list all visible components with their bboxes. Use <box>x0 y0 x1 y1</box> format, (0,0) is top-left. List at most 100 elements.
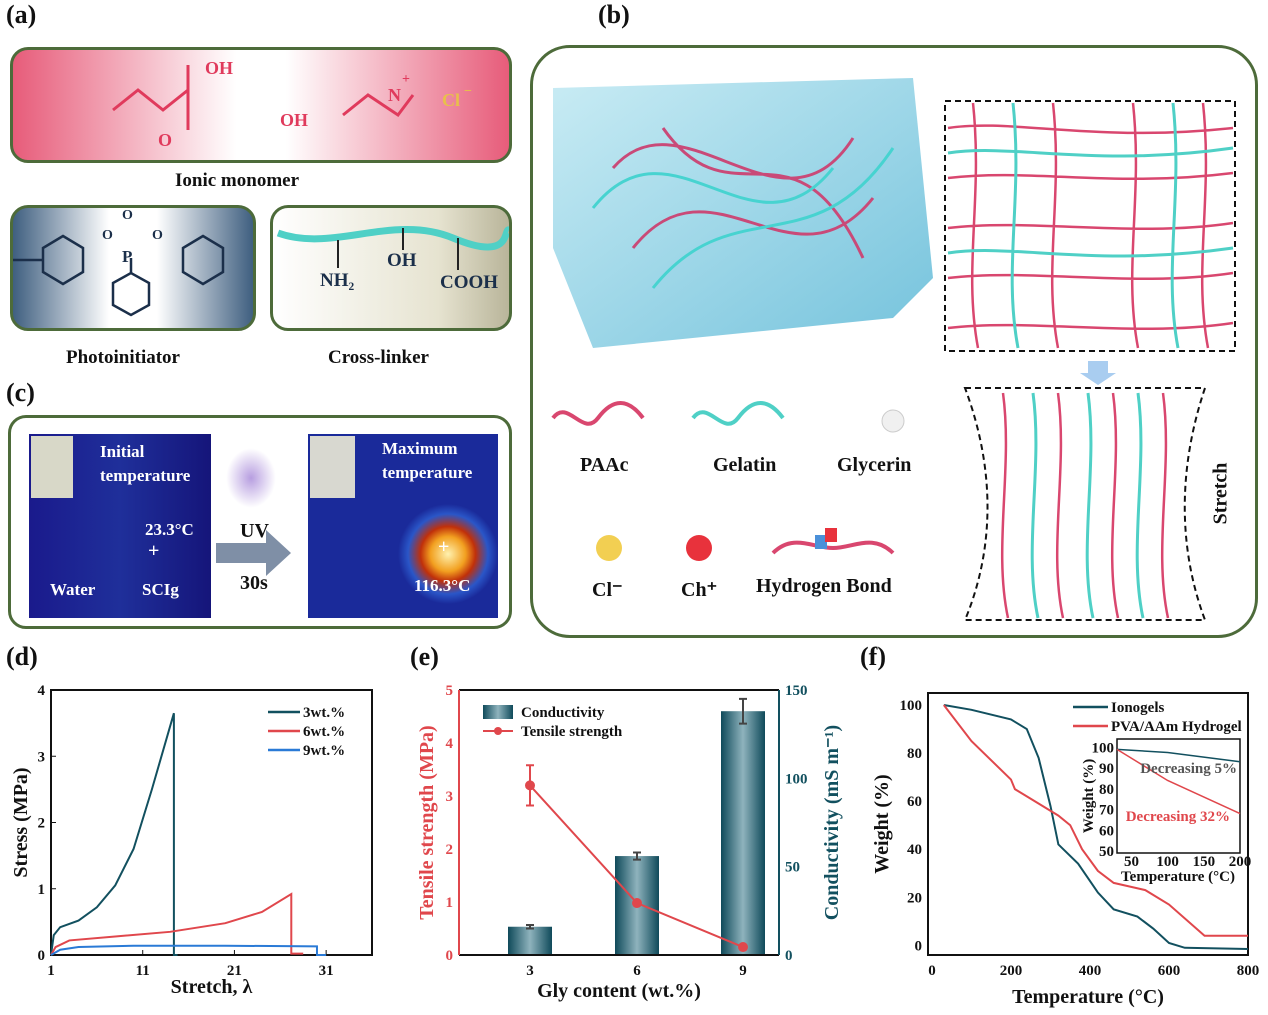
y-tick-label: 100 <box>900 698 923 714</box>
plot-frame <box>1116 738 1241 854</box>
legend-label: 6wt.% <box>303 724 345 740</box>
cl-charge: − <box>464 84 472 99</box>
legend-marker <box>494 727 502 735</box>
scig-label: SCIg <box>142 580 179 599</box>
panel-label-b: (b) <box>598 0 630 29</box>
conductivity-bar <box>508 926 552 955</box>
error-bar <box>633 851 641 861</box>
panel-label-d: (d) <box>6 642 38 671</box>
oh-label: OH <box>280 110 309 130</box>
inset-y-tick-label: 60 <box>1099 823 1114 839</box>
conductivity-bar <box>721 711 765 955</box>
tensile-point <box>738 942 748 953</box>
thermal-image-box <box>8 415 512 629</box>
inset-y-tick-label: 100 <box>1092 740 1115 756</box>
y-tick-label: 2 <box>446 842 454 858</box>
legend-label: 3wt.% <box>303 705 345 721</box>
x-tick-label: 0 <box>928 963 936 979</box>
ionic-monomer-label: Ionic monomer <box>175 170 300 191</box>
series-line-6wt.% <box>50 892 304 956</box>
glycerin-label: Glycerin <box>837 454 912 476</box>
y-axis-label: Weight (%) <box>871 774 893 873</box>
x-tick-label: 3 <box>526 963 534 979</box>
inset-y-tick-label: 50 <box>1099 844 1114 860</box>
legend-swatch <box>483 705 513 719</box>
x-tick-label: 200 <box>1000 963 1023 979</box>
y2-tick-label: 0 <box>785 948 793 964</box>
o-label: O <box>102 228 113 243</box>
inset-annotation: Decreasing 5% <box>1140 761 1237 777</box>
y-tick-label: 2 <box>38 816 46 832</box>
cl-label: Cl <box>442 90 460 110</box>
x-tick-label: 400 <box>1079 963 1102 979</box>
y-tick-label: 5 <box>446 683 454 699</box>
y2-tick-label: 150 <box>785 683 808 699</box>
cooh-label: COOH <box>440 272 499 293</box>
series-line-PVA/AAm Hydrogel <box>943 704 1248 937</box>
x-axis-label: Temperature (°C) <box>1012 986 1164 1008</box>
error-bar <box>739 697 747 725</box>
oh-label: OH <box>205 58 234 78</box>
legend-label: 9wt.% <box>303 743 345 759</box>
inset-y-tick-label: 90 <box>1099 761 1114 777</box>
chloride-label: Cl⁻ <box>592 579 623 601</box>
tensile-point <box>525 780 535 791</box>
legend-label: Conductivity <box>521 705 605 721</box>
network-schematic-box <box>530 45 1258 638</box>
water-vial-photo <box>31 436 73 498</box>
panel-label-f: (f) <box>860 642 886 671</box>
legend-label: Tensile strength <box>521 724 623 740</box>
p-label: P <box>122 247 133 266</box>
uv-glow <box>226 448 276 508</box>
scig-vial-photo <box>310 436 355 498</box>
cross-linker-box <box>270 205 512 331</box>
inset-y-tick-label: 80 <box>1099 782 1114 798</box>
inset-series-line <box>1116 748 1241 815</box>
y2-tick-label: 100 <box>785 771 808 787</box>
series-line-Ionogels <box>943 704 1249 950</box>
y-tick-label: 3 <box>446 789 454 805</box>
inset-x-axis-label: Temperature (°C) <box>1121 869 1235 885</box>
y-tick-label: 0 <box>446 948 454 964</box>
time-label: 30s <box>240 572 268 594</box>
x-axis-label: Stretch, λ <box>171 976 253 998</box>
y-tick-label: 60 <box>907 794 922 810</box>
water-label: Water <box>50 580 96 599</box>
error-bar <box>526 923 534 930</box>
photoinitiator-box <box>10 205 256 331</box>
y-tick-label: 0 <box>38 948 46 964</box>
y-axis-label: Tensile strength (MPa) <box>416 725 438 919</box>
y-axis-label: Stress (MPa) <box>10 767 32 877</box>
gelatin-label: Gelatin <box>713 454 777 476</box>
panel-label-a: (a) <box>6 0 37 29</box>
inset-x-tick-label: 100 <box>1156 854 1179 870</box>
ionic-monomer-box <box>10 47 512 163</box>
inset-y-tick-label: 70 <box>1099 803 1114 819</box>
inset-series-line <box>1116 748 1241 763</box>
y-tick-label: 0 <box>915 938 923 954</box>
y-tick-label: 40 <box>907 842 922 858</box>
o-label: O <box>158 130 173 150</box>
initial-temperature-label: Initial temperature <box>100 442 191 485</box>
maximum-temperature-value: 116.3°C <box>414 576 471 595</box>
inset-y-axis-label: Weight (%) <box>1081 759 1097 834</box>
inset-annotation: Decreasing 32% <box>1126 809 1230 825</box>
x-tick-label: 11 <box>136 963 150 979</box>
y2-axis-label: Conductivity (mS m⁻¹) <box>821 725 843 920</box>
y2-tick-label: 50 <box>785 860 800 876</box>
inset-x-tick-label: 50 <box>1124 854 1139 870</box>
x-tick-label: 6 <box>633 963 641 979</box>
network-illustration <box>551 78 1236 621</box>
crosshair-icon: + <box>438 536 450 558</box>
legend-label: Ionogels <box>1111 700 1165 716</box>
inset-x-tick-label: 150 <box>1193 854 1216 870</box>
series-line-3wt.% <box>50 712 178 956</box>
maximum-temperature-label: Maximum temperature <box>382 439 473 482</box>
y-tick-label: 4 <box>446 736 454 752</box>
y-tick-label: 80 <box>907 746 922 762</box>
paac-label: PAAc <box>580 454 629 476</box>
y-tick-label: 1 <box>446 895 454 911</box>
cross-linker-structure <box>276 226 509 270</box>
uv-label: UV <box>240 520 269 542</box>
